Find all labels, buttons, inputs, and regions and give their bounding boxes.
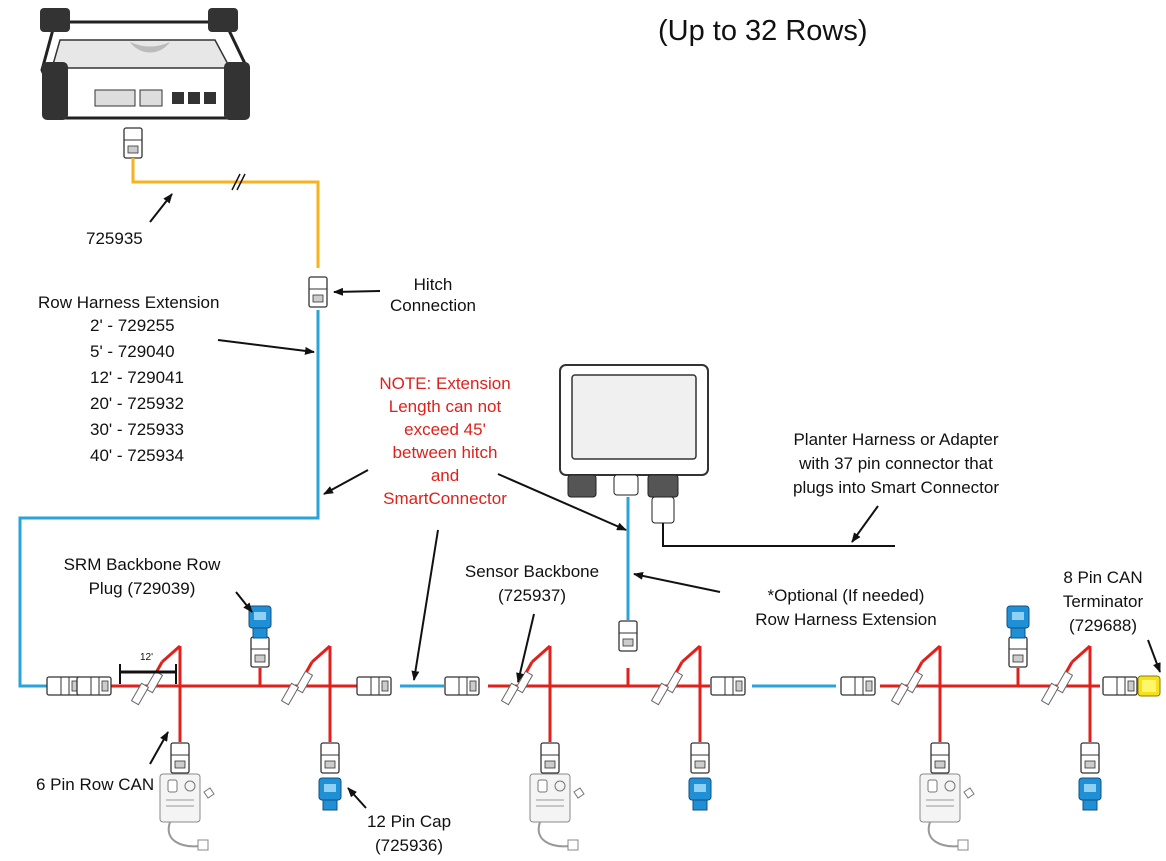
- row-ext-option: 2' - 729255: [90, 316, 175, 335]
- row-ext-option: 40' - 725934: [90, 446, 184, 465]
- row-ext-option: 5' - 729040: [90, 342, 175, 361]
- label-row-harness-extension: Row Harness Extension 2' - 729255 5' - 7…: [38, 292, 219, 469]
- label-can-terminator: 8 Pin CAN Terminator (729688): [1044, 566, 1162, 638]
- orange-harness: [131, 158, 320, 268]
- note-line: between hitch: [392, 443, 498, 462]
- sensor-line: (725937): [497, 586, 567, 605]
- row-ext-option: 30' - 725933: [90, 420, 184, 439]
- label-planter-harness: Planter Harness or Adapter with 37 pin c…: [760, 428, 1032, 500]
- hitch-connector: [308, 276, 328, 308]
- cap-line: (725936): [374, 836, 444, 855]
- can-terminator-icon: [1137, 675, 1161, 697]
- row-ext-option: 12' - 729041: [90, 368, 184, 387]
- planter-line: with 37 pin connector that: [799, 454, 993, 473]
- connector-icon: [170, 742, 1100, 774]
- label-sensor-backbone: Sensor Backbone (725937): [458, 560, 606, 608]
- row-module-icon: [159, 773, 975, 851]
- label-dimension: 12': [140, 652, 154, 663]
- planter-line: plugs into Smart Connector: [793, 478, 999, 497]
- note-line: NOTE: Extension: [379, 374, 511, 393]
- optional-line: *Optional (If needed): [767, 586, 925, 605]
- hitch-line-1: Hitch: [413, 275, 453, 294]
- label-row-can: 6 Pin Row CAN: [36, 775, 155, 794]
- display-unit-icon: [40, 8, 250, 120]
- arrow-icon: [149, 193, 1161, 809]
- label-srm-backbone-row-plug: SRM Backbone Row Plug (729039): [44, 553, 240, 601]
- row-ext-option: 20' - 725932: [90, 394, 184, 413]
- connector-icon: [123, 127, 143, 159]
- sensor-line: Sensor Backbone: [464, 562, 600, 581]
- note-line: Length can not: [388, 397, 502, 416]
- row-ext-title: Row Harness Extension: [38, 293, 220, 312]
- note-line: exceed 45': [404, 420, 486, 439]
- optional-line: Row Harness Extension: [755, 610, 937, 629]
- cap-line: 12 Pin Cap: [366, 812, 452, 831]
- label-harness-725935: 725935: [86, 229, 143, 248]
- terminator-line: (729688): [1068, 616, 1138, 635]
- hitch-line-2: Connection: [390, 296, 477, 315]
- note-line: and: [430, 466, 460, 485]
- blue-cap-icon: [318, 777, 1102, 811]
- terminator-line: Terminator: [1062, 592, 1144, 611]
- label-hitch-connection: Hitch Connection: [390, 274, 476, 316]
- note-extension-length: NOTE: Extension Length can not exceed 45…: [366, 372, 524, 510]
- srm-line: SRM Backbone Row: [63, 555, 221, 574]
- row-drops: [130, 644, 1092, 742]
- terminator-line: 8 Pin CAN: [1063, 568, 1143, 587]
- srm-line: Plug (729039): [88, 579, 196, 598]
- page-title: (Up to 32 Rows): [658, 15, 868, 47]
- dimension-bar: [119, 664, 177, 684]
- note-line: SmartConnector: [383, 489, 507, 508]
- label-optional-extension: *Optional (If needed) Row Harness Extens…: [724, 584, 968, 632]
- row-harness-extension-cable: [18, 310, 320, 688]
- label-12-pin-cap: 12 Pin Cap (725936): [350, 810, 468, 858]
- planter-line: Planter Harness or Adapter: [793, 430, 999, 449]
- smart-connector-icon: [559, 364, 895, 547]
